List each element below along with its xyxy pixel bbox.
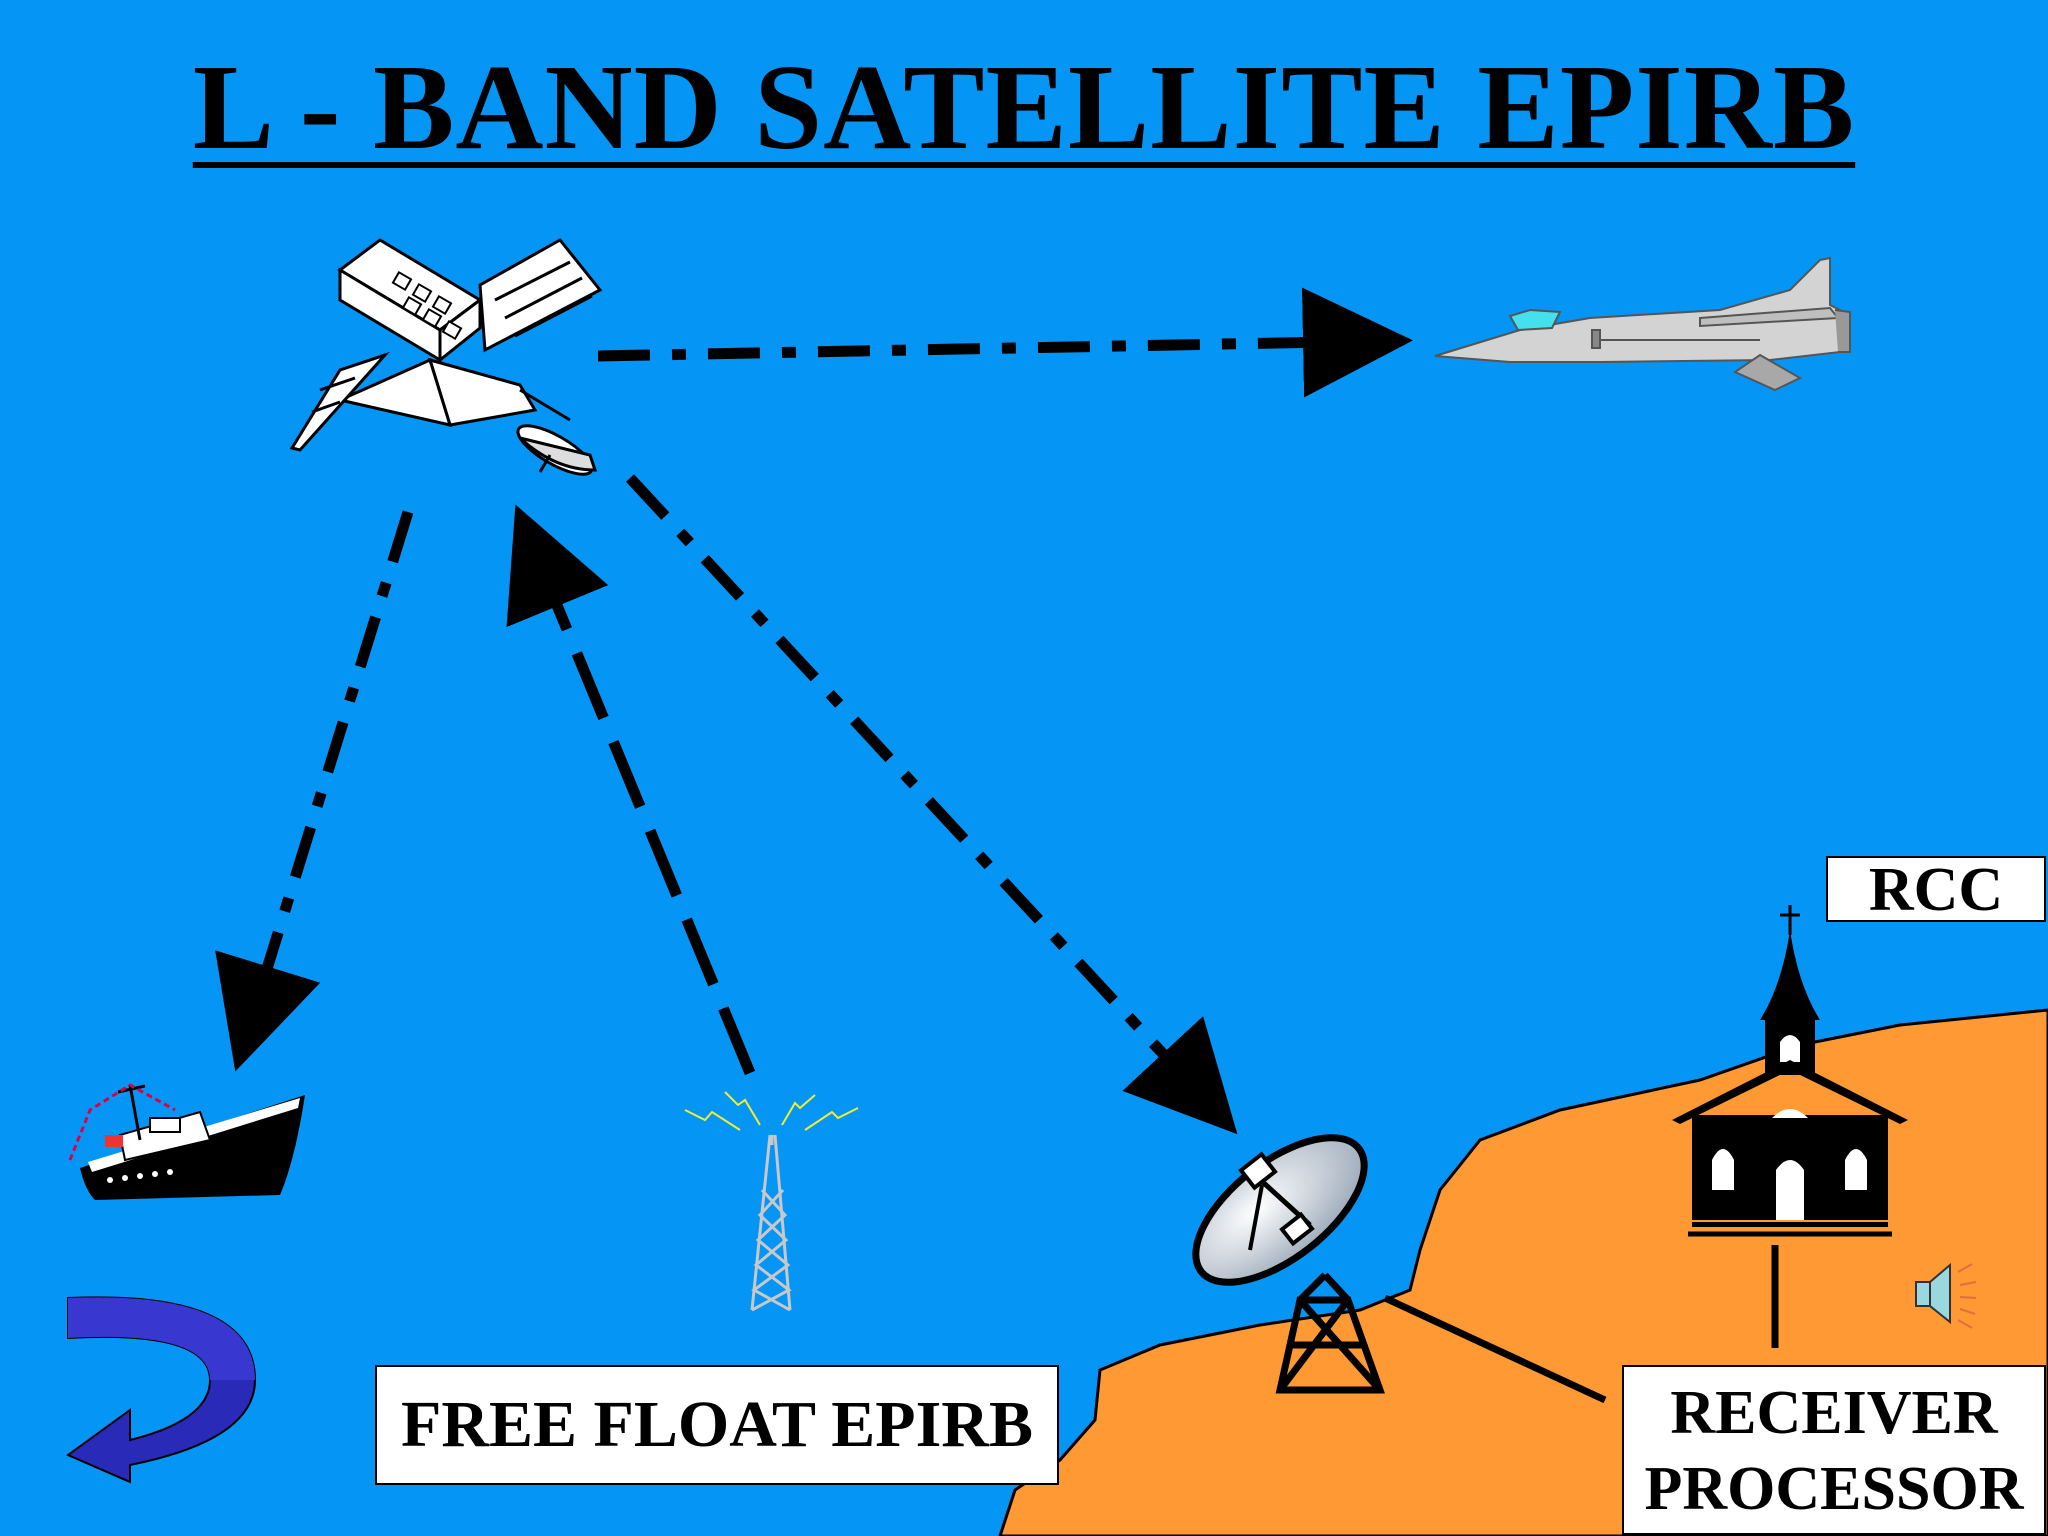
arrow-epirb-to-satellite xyxy=(506,504,756,1076)
church-icon xyxy=(1672,905,1908,1348)
back-arrow-icon[interactable] xyxy=(65,1296,257,1484)
receiver-label-line2: PROCESSOR xyxy=(1644,1455,2024,1523)
speaker-icon xyxy=(1915,1262,1977,1329)
free-float-epirb-label: FREE FLOAT EPIRB xyxy=(375,1365,1059,1485)
satellite-icon xyxy=(289,238,603,476)
receiver-processor-label: RECEIVER PROCESSOR xyxy=(1622,1365,2046,1535)
arrow-satellite-to-ship xyxy=(215,510,414,1072)
page-title: L - BAND SATELLITE EPIRB xyxy=(192,40,1856,175)
arrow-satellite-to-aircraft xyxy=(597,287,1413,398)
signal-arrows xyxy=(215,287,1413,1135)
satellite-dish-icon xyxy=(1192,1134,1607,1404)
receiver-label-line1: RECEIVER xyxy=(1670,1379,1998,1447)
arrow-satellite-to-ground-station xyxy=(625,474,1238,1135)
ship-icon xyxy=(68,1083,305,1200)
rcc-label: RCC xyxy=(1826,856,2046,922)
jet-aircraft-icon xyxy=(1434,256,1851,392)
epirb-antenna-icon xyxy=(684,1091,859,1312)
